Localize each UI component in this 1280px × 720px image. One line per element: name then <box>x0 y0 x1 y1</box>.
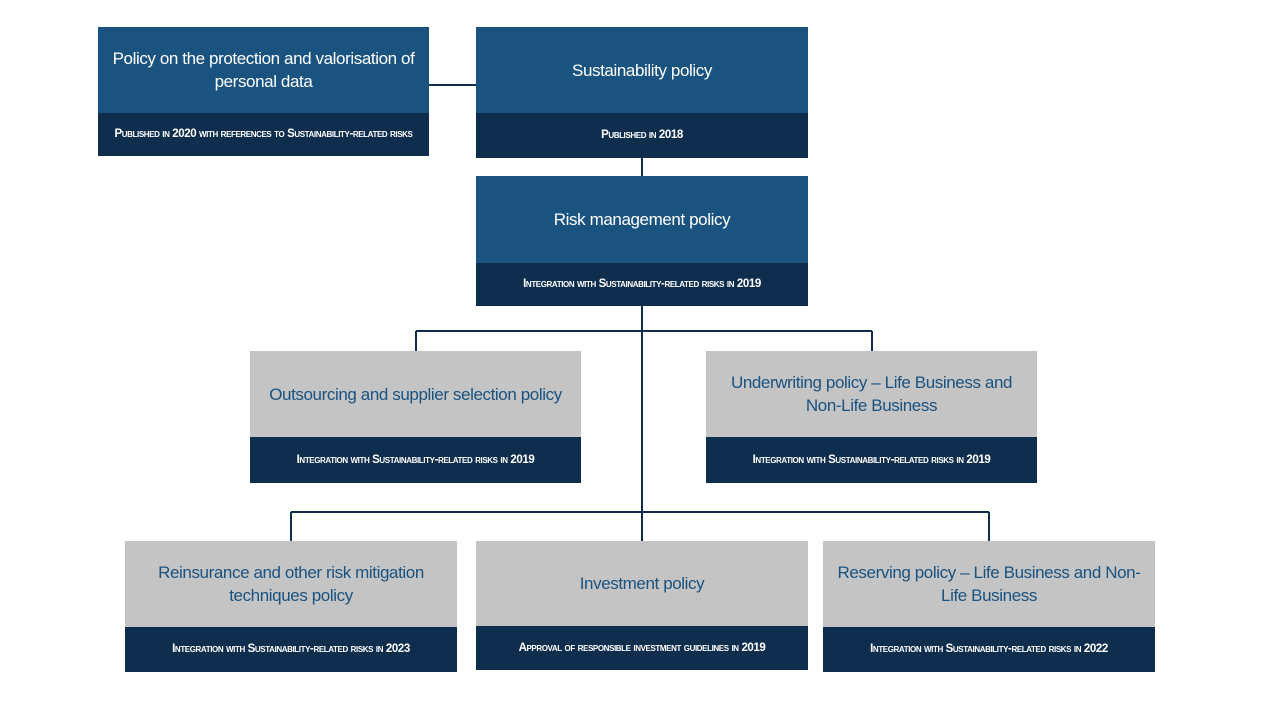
node-note: Published in 2018 <box>476 113 808 158</box>
node-risk-management-policy: Risk management policy Integration with … <box>476 176 808 306</box>
node-reinsurance-policy: Reinsurance and other risk mitigation te… <box>125 541 457 672</box>
node-title: Outsourcing and supplier selection polic… <box>250 351 581 437</box>
node-note: Integration with Sustainability-related … <box>706 437 1037 483</box>
node-title: Reserving policy – Life Business and Non… <box>823 541 1155 627</box>
node-note: Integration with Sustainability-related … <box>250 437 581 483</box>
node-underwriting-policy: Underwriting policy – Life Business and … <box>706 351 1037 483</box>
node-note: Integration with Sustainability-related … <box>125 627 457 672</box>
node-title: Risk management policy <box>476 176 808 263</box>
node-sustainability-policy: Sustainability policy Published in 2018 <box>476 27 808 158</box>
node-note: Published in 2020 with references to Sus… <box>98 113 429 156</box>
node-note: Approval of responsible investment guide… <box>476 626 808 670</box>
node-outsourcing-policy: Outsourcing and supplier selection polic… <box>250 351 581 483</box>
node-title: Underwriting policy – Life Business and … <box>706 351 1037 437</box>
node-title: Policy on the protection and valorisatio… <box>98 27 429 113</box>
node-title: Sustainability policy <box>476 27 808 113</box>
node-reserving-policy: Reserving policy – Life Business and Non… <box>823 541 1155 672</box>
node-title: Investment policy <box>476 541 808 626</box>
node-personal-data-policy: Policy on the protection and valorisatio… <box>98 27 429 156</box>
node-note: Integration with Sustainability-related … <box>823 627 1155 672</box>
node-title: Reinsurance and other risk mitigation te… <box>125 541 457 627</box>
node-investment-policy: Investment policy Approval of responsibl… <box>476 541 808 670</box>
node-note: Integration with Sustainability-related … <box>476 263 808 306</box>
